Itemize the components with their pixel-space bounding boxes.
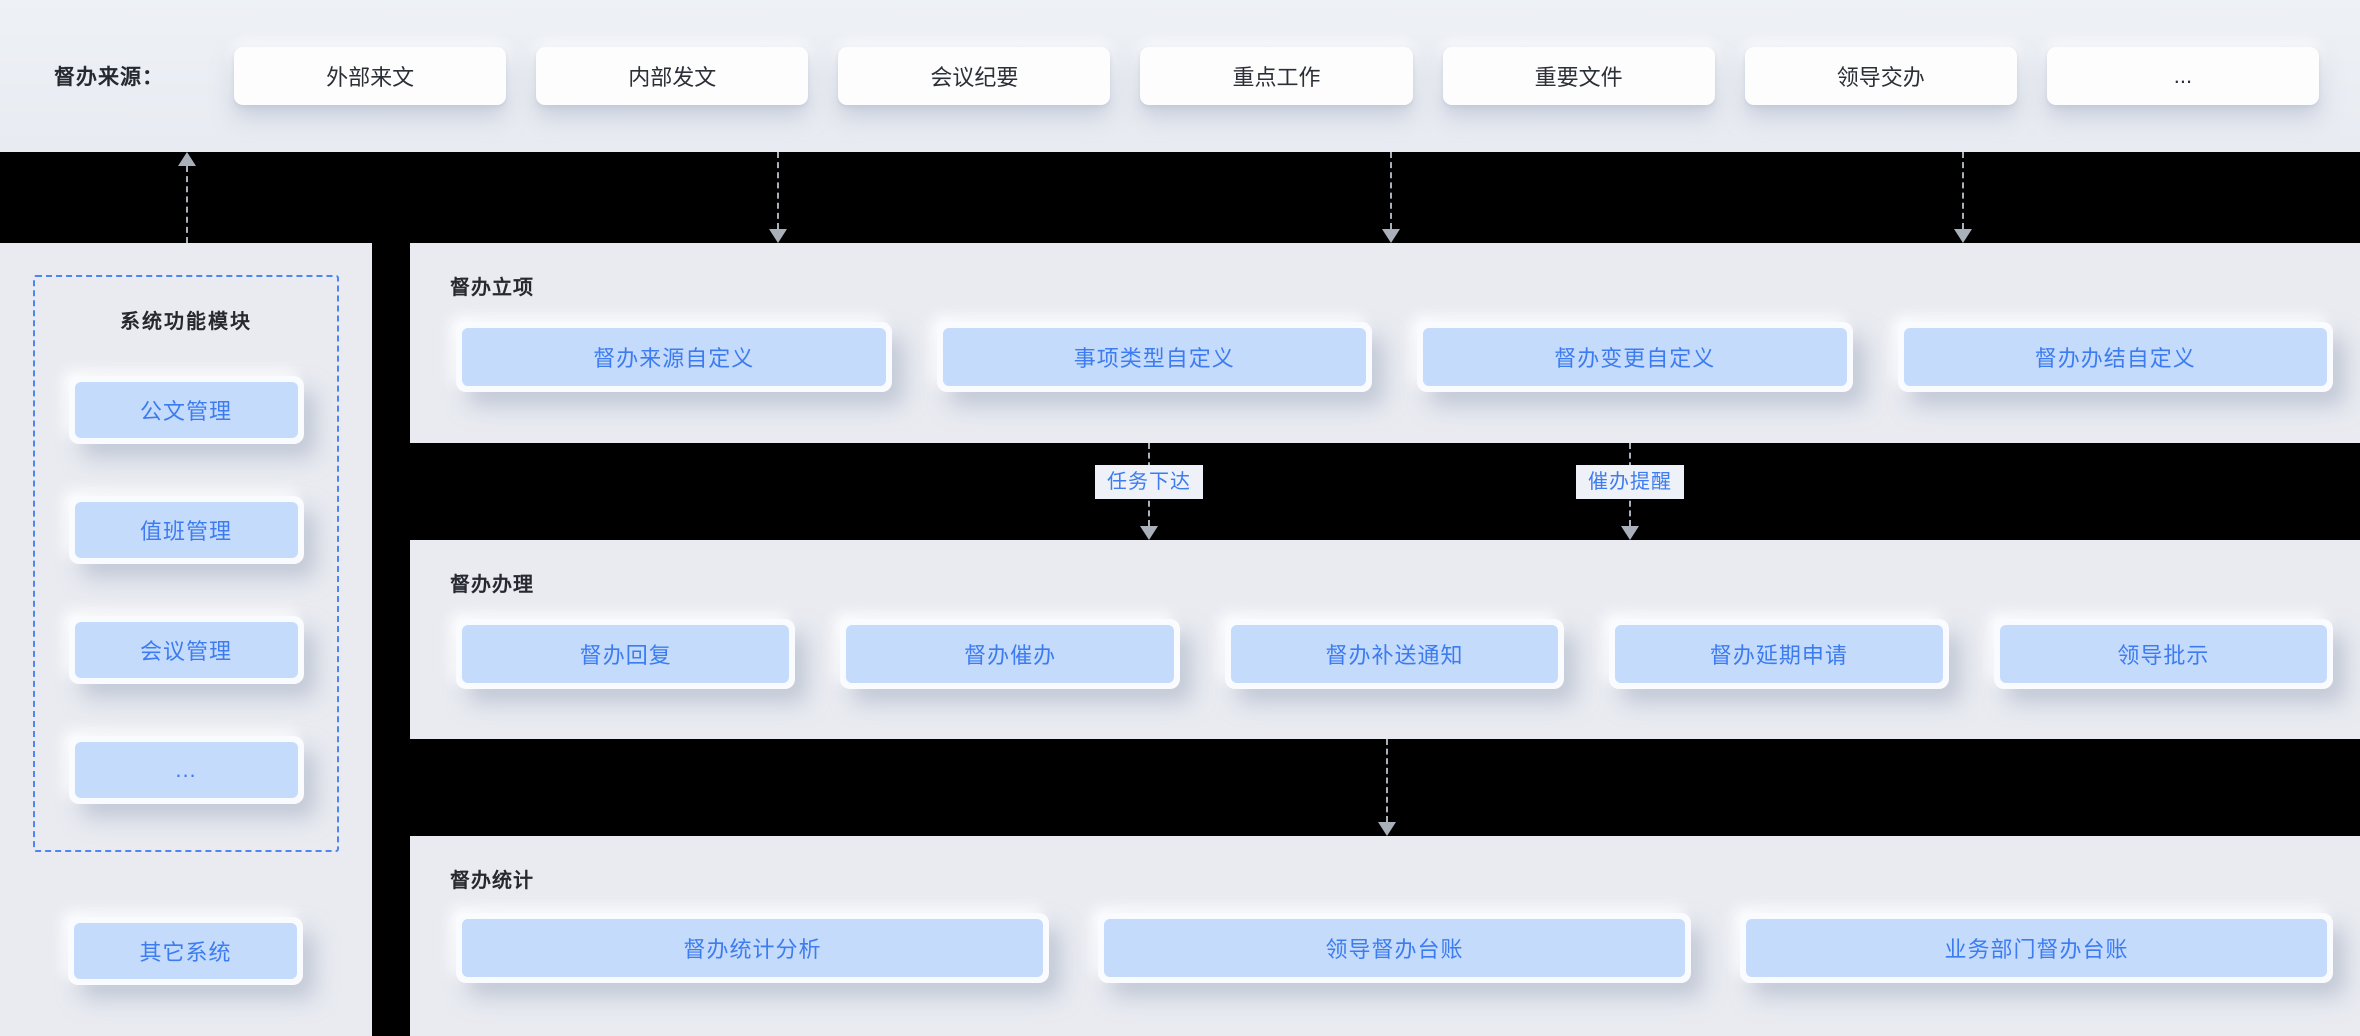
arrow-down-source-1-icon: [769, 152, 787, 243]
module-card: 值班管理: [68, 496, 304, 564]
button-leader-comment[interactable]: 领导批示: [1999, 625, 2328, 683]
module-button-duty-mgmt[interactable]: 值班管理: [74, 502, 298, 558]
arrow-down-source-2-icon: [1382, 152, 1400, 243]
panel-button-row: 督办回复 督办催办 督办补送通知 督办延期申请 领导批示: [456, 619, 2334, 689]
item-card: 业务部门督办台账: [1740, 913, 2333, 983]
panel-button-row: 督办统计分析 领导督办台账 业务部门督办台账: [456, 913, 2333, 983]
source-button-meeting-minutes[interactable]: 会议纪要: [838, 47, 1111, 105]
button-change-custom[interactable]: 督办变更自定义: [1423, 328, 1847, 386]
button-reply[interactable]: 督办回复: [462, 625, 790, 683]
item-card: 督办补送通知: [1224, 619, 1565, 689]
item-card: 事项类型自定义: [936, 322, 1372, 392]
item-card: 督办来源自定义: [456, 322, 892, 392]
source-button-external-doc[interactable]: 外部来文: [234, 47, 507, 105]
item-card: 督办变更自定义: [1417, 322, 1853, 392]
item-card: 领导督办台账: [1098, 913, 1691, 983]
source-button-key-work[interactable]: 重点工作: [1140, 47, 1413, 105]
panel-duban-lixiang: 督办立项 督办来源自定义 事项类型自定义 督办变更自定义 督办办结自定义: [410, 243, 2360, 443]
system-modules-list: 公文管理 值班管理 会议管理 ...: [68, 376, 304, 804]
source-button-more[interactable]: ...: [2046, 47, 2319, 105]
button-leader-ledger[interactable]: 领导督办台账: [1104, 919, 1685, 977]
button-dept-ledger[interactable]: 业务部门督办台账: [1746, 919, 2327, 977]
item-card: 督办回复: [456, 619, 796, 689]
item-card: 督办统计分析: [456, 913, 1049, 983]
system-modules-title: 系统功能模块: [120, 311, 252, 333]
item-card: 督办延期申请: [1609, 619, 1949, 689]
item-card: 督办办结自定义: [1897, 322, 2333, 392]
source-bar-label: 督办来源：: [54, 66, 164, 89]
module-button-document-mgmt[interactable]: 公文管理: [74, 382, 298, 438]
arrow-to-statistics-icon: [1378, 739, 1396, 836]
panel-duban-tongji: 督办统计 督办统计分析 领导督办台账 业务部门督办台账: [410, 836, 2360, 1036]
source-button-important-file[interactable]: 重要文件: [1442, 47, 1715, 105]
other-system-card: 其它系统: [68, 917, 303, 985]
item-card: 督办催办: [840, 619, 1180, 689]
module-button-meeting-mgmt[interactable]: 会议管理: [74, 622, 298, 678]
button-delay-apply[interactable]: 督办延期申请: [1615, 625, 1943, 683]
button-stat-analysis[interactable]: 督办统计分析: [462, 919, 1043, 977]
button-item-type-custom[interactable]: 事项类型自定义: [942, 328, 1366, 386]
panel-title: 督办统计: [450, 870, 534, 892]
button-finish-custom[interactable]: 督办办结自定义: [1903, 328, 2327, 386]
panel-button-row: 督办来源自定义 事项类型自定义 督办变更自定义 督办办结自定义: [456, 322, 2333, 392]
flow-label-urge-remind: 催办提醒: [1576, 465, 1684, 499]
module-card: ...: [68, 736, 304, 804]
module-button-more[interactable]: ...: [74, 742, 298, 798]
source-button-internal-doc[interactable]: 内部发文: [536, 47, 809, 105]
arrow-down-source-3-icon: [1954, 152, 1972, 243]
flow-label-task-assign: 任务下达: [1095, 465, 1203, 499]
system-modules-box: 系统功能模块 公文管理 值班管理 会议管理 ...: [33, 275, 339, 852]
source-button-leader-assign[interactable]: 领导交办: [1744, 47, 2017, 105]
other-system-button[interactable]: 其它系统: [74, 923, 297, 979]
panel-duban-banli: 督办办理 督办回复 督办催办 督办补送通知 督办延期申请 领导批示: [410, 540, 2360, 739]
source-bar: 督办来源： 外部来文 内部发文 会议纪要 重点工作 重要文件 领导交办 ...: [0, 0, 2360, 152]
button-urge[interactable]: 督办催办: [846, 625, 1174, 683]
module-card: 会议管理: [68, 616, 304, 684]
panel-title: 督办办理: [450, 574, 534, 596]
arrow-up-to-sources-icon: [178, 152, 196, 243]
button-supplement-notice[interactable]: 督办补送通知: [1230, 625, 1559, 683]
button-source-custom[interactable]: 督办来源自定义: [462, 328, 886, 386]
module-card: 公文管理: [68, 376, 304, 444]
sidebar-panel: 系统功能模块 公文管理 值班管理 会议管理 ... 其它系统: [0, 243, 372, 1036]
item-card: 领导批示: [1993, 619, 2334, 689]
panel-title: 督办立项: [450, 277, 534, 299]
